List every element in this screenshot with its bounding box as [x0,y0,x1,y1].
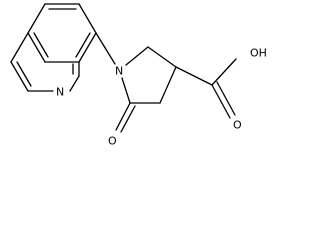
carboxyl-double-bond [216,81,236,116]
ring-nitrogen-label: N [56,86,64,99]
bond [69,75,80,92]
bond-quinoline-to-pyrrolidine [95,32,116,65]
bond [27,3,46,34]
carbonyl-oxygen-label: O [108,135,117,148]
double-bond-inner [33,32,49,58]
carbonyl-bond [120,105,136,133]
bond [159,66,177,104]
bond [10,32,29,63]
carboxyl-double-bond [211,84,231,119]
bond [125,46,149,66]
double-bond-inner [75,32,91,58]
quinoline-benzo-ring [27,3,97,63]
bond [27,32,46,63]
chemical-structure-diagram: N N O OH O [10,3,267,148]
carboxyl-oxygen-label: O [233,119,242,132]
pyrrolidinone-ring [121,46,177,104]
bond [121,77,131,104]
pyrrolidine-nitrogen-label: N [115,65,123,78]
bond-to-carboxyl-carbon [175,66,213,86]
bond [10,61,29,92]
bond [78,3,97,34]
bond-to-hydroxyl [211,58,237,86]
quinoline-pyridine-ring [10,32,80,92]
carbonyl-bond [115,102,131,131]
bond [147,46,177,68]
double-bond-inner [16,61,32,87]
hydroxyl-label: OH [250,47,267,60]
bond [78,32,97,63]
